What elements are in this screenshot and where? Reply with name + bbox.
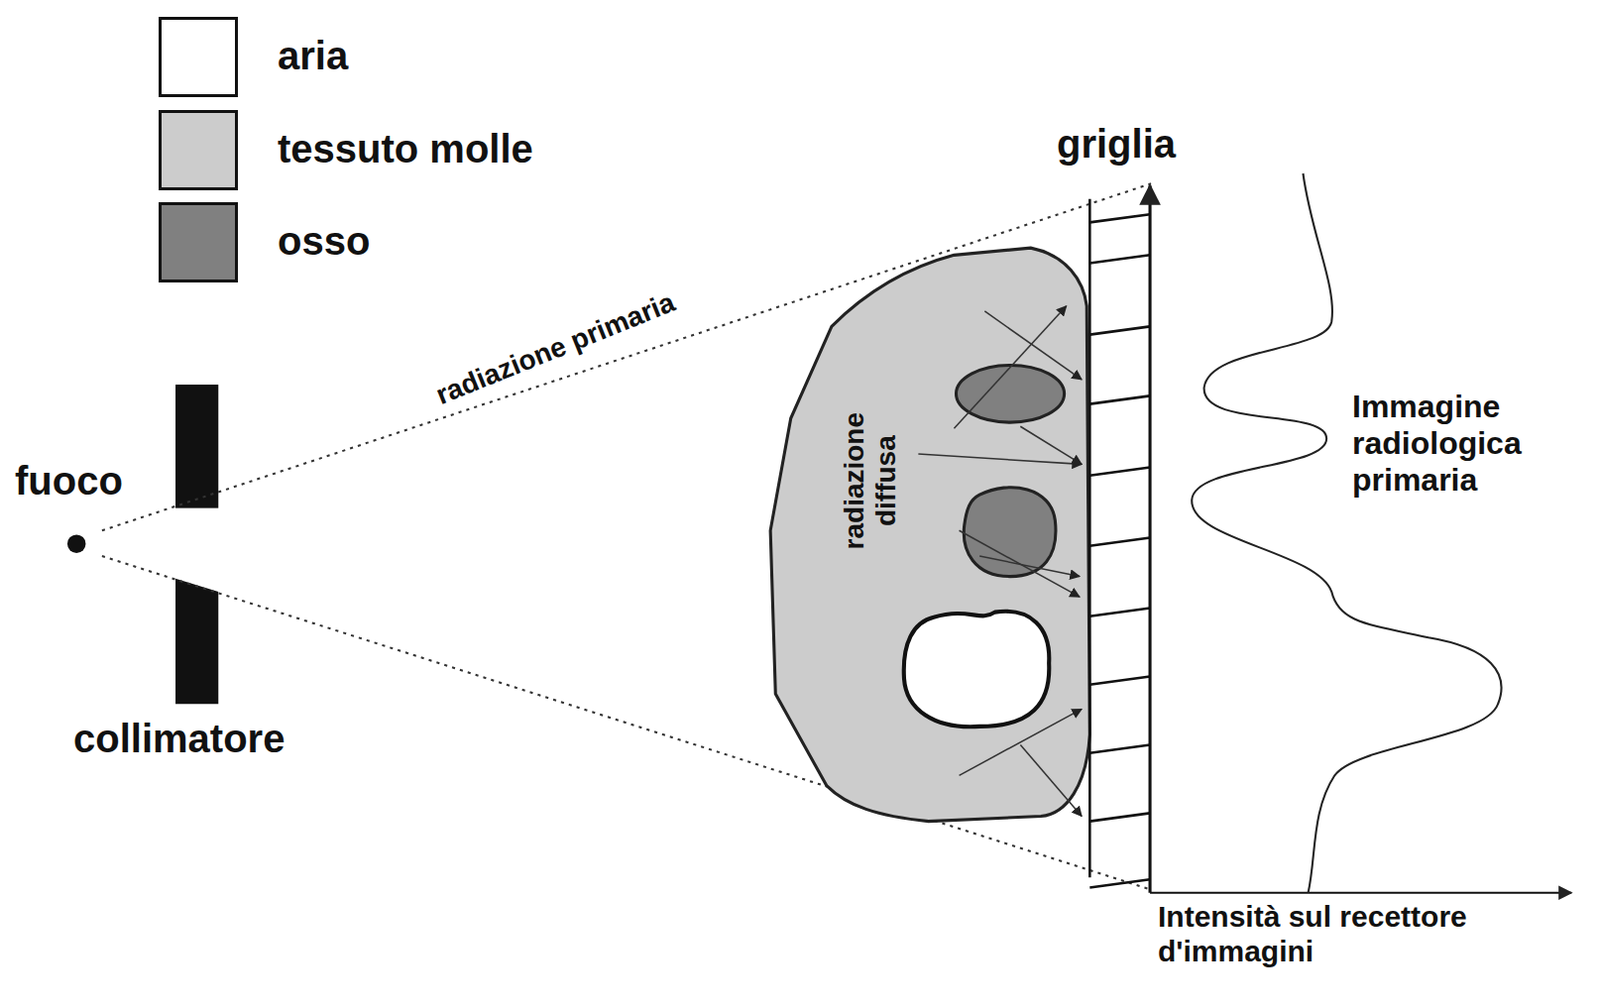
grid-slat	[1089, 214, 1150, 223]
collimator-blade	[175, 384, 219, 509]
focal-spot	[67, 534, 87, 554]
scatter-label: radiazione diffusa	[838, 406, 903, 556]
grid-slat	[1089, 254, 1150, 263]
grid-slat	[1089, 676, 1150, 685]
grid-slat	[1089, 395, 1150, 404]
bone	[955, 365, 1064, 424]
grid-slat	[1089, 466, 1150, 475]
collimator-label: collimatore	[73, 715, 285, 762]
grid-slat	[1089, 812, 1150, 821]
beam-label: radiazione primaria	[431, 286, 680, 412]
legend-text: tessuto molle	[277, 125, 534, 172]
bone	[963, 487, 1056, 577]
intensity-profile	[1191, 173, 1501, 894]
legend-swatch	[158, 202, 238, 283]
legend-text: osso	[277, 218, 370, 264]
soft-tissue-body	[770, 247, 1090, 821]
image-label: Immagine radiologica primaria	[1352, 388, 1566, 498]
legend-text: aria	[277, 32, 348, 79]
grid-slat	[1089, 744, 1150, 753]
focus-label: fuoco	[14, 457, 123, 504]
grid-label: griglia	[1056, 120, 1176, 167]
grid-slat	[1089, 326, 1150, 335]
axis-label: Intensità sul recettore d'immagini	[1157, 900, 1585, 969]
collimator-blade	[175, 578, 219, 705]
legend-swatch	[158, 16, 238, 98]
grid-slat	[1089, 607, 1150, 616]
grid-slat	[1089, 879, 1150, 888]
air-cavity	[904, 611, 1050, 727]
grid-slat	[1089, 537, 1150, 546]
legend-swatch	[158, 110, 238, 191]
